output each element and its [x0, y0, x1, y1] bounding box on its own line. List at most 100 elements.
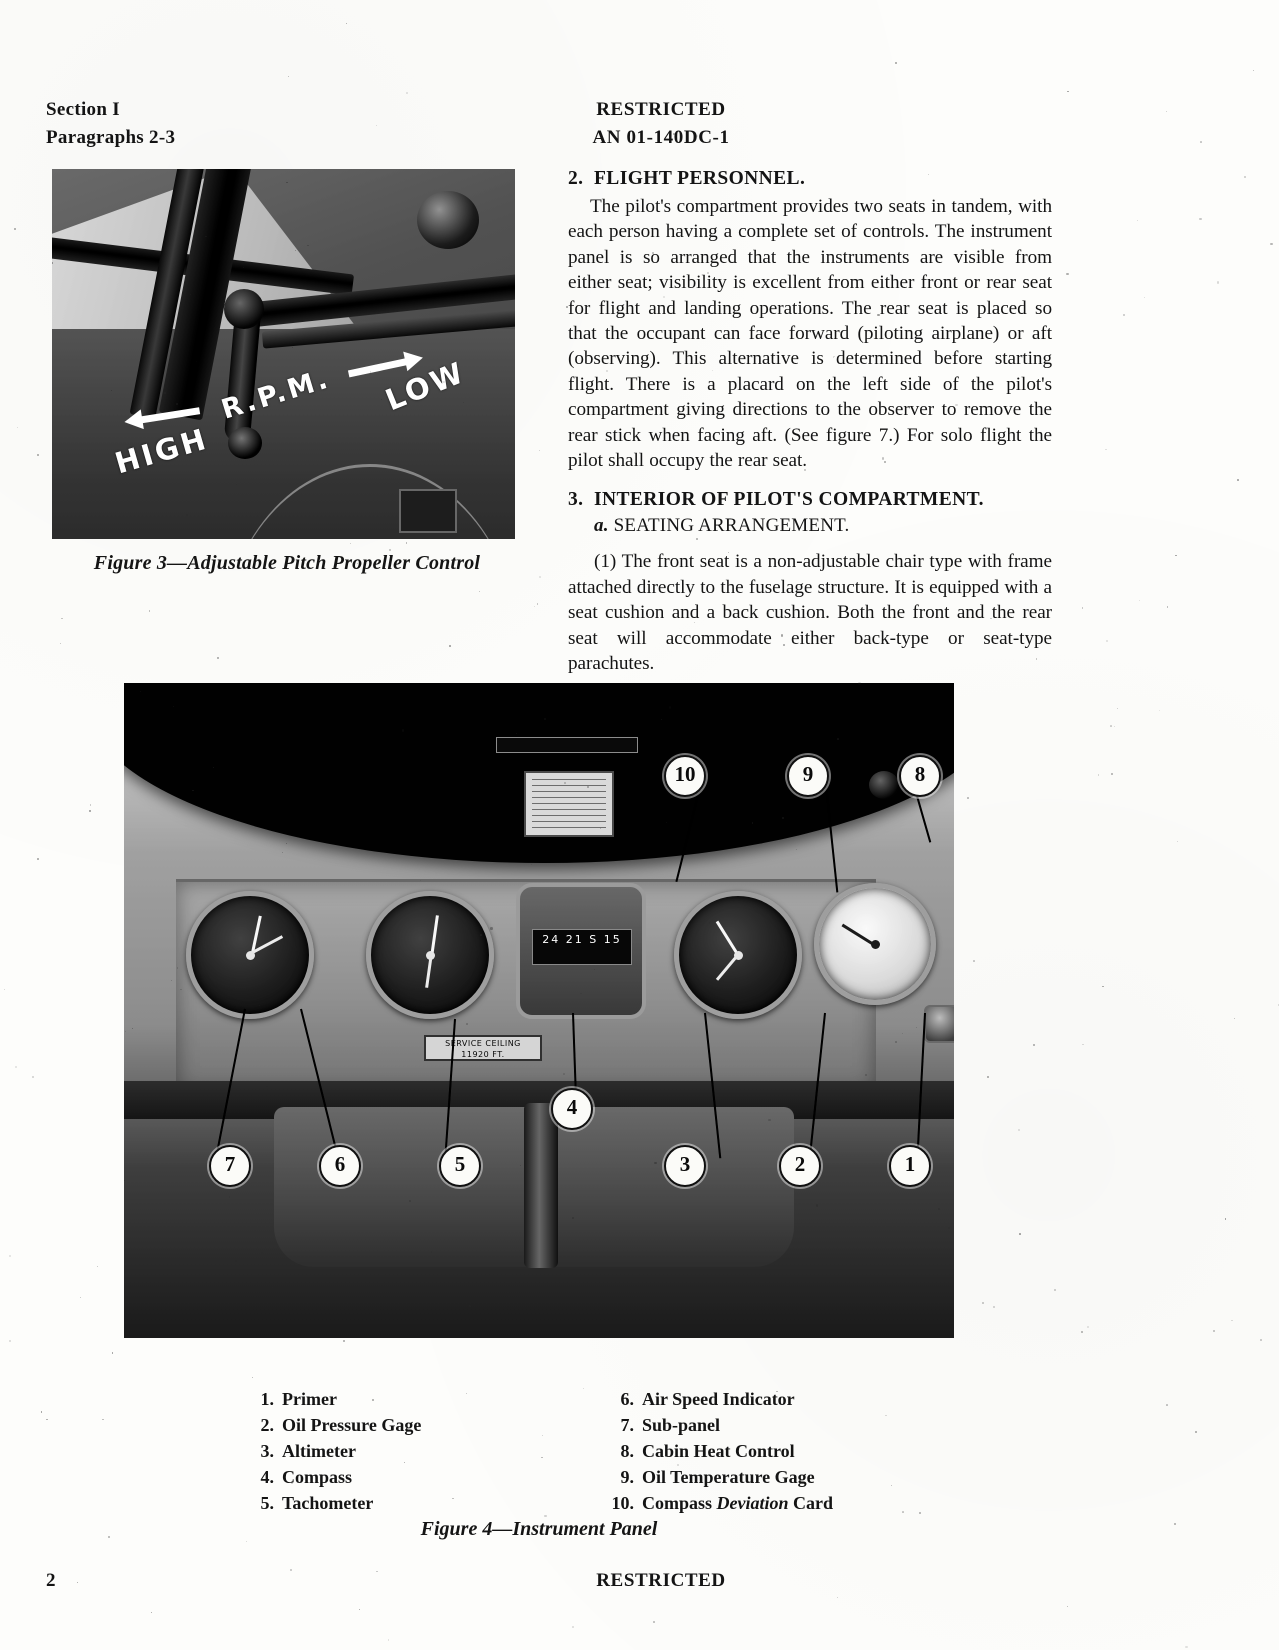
deviation-card-lines — [532, 779, 606, 829]
gauge-hub — [733, 950, 743, 960]
scan-speckle — [901, 1511, 904, 1514]
callout-1[interactable]: 1 — [889, 1145, 931, 1187]
scan-speckle — [1216, 281, 1220, 284]
scan-speckle — [9, 1254, 12, 1257]
callout-7[interactable]: 7 — [209, 1145, 251, 1187]
scan-speckle — [1234, 1017, 1236, 1019]
footer-classification: RESTRICTED — [596, 1570, 726, 1591]
scan-speckle — [1081, 607, 1084, 609]
scan-speckle — [1237, 479, 1239, 481]
figure-4-caption: Figure 4—Instrument Panel — [420, 1518, 658, 1540]
legend-item-7: 7.Sub-panel — [604, 1412, 833, 1438]
throttle-knob-ball — [417, 191, 479, 249]
scan-speckle — [89, 804, 92, 806]
subheading-seating-arrangement: a. SEATING ARRANGEMENT. — [594, 515, 1052, 537]
scan-speckle — [1032, 1043, 1035, 1046]
scan-speckle — [1253, 69, 1254, 71]
legend-label: Cabin Heat Control — [642, 1441, 795, 1461]
legend-label-emphasis: Deviation — [716, 1493, 789, 1513]
scan-speckle — [1212, 1329, 1216, 1332]
legend-label: Primer — [282, 1389, 337, 1409]
scan-speckle — [349, 542, 351, 544]
scan-speckle — [1224, 1218, 1227, 1220]
subheading-letter: a. — [594, 515, 609, 537]
scan-speckle — [1019, 1233, 1022, 1235]
heading-3-text: INTERIOR OF PILOT'S COMPARTMENT. — [594, 489, 984, 511]
scan-speckle — [80, 1297, 81, 1298]
legend-item-6: 6.Air Speed Indicator — [604, 1386, 833, 1412]
callout-5[interactable]: 5 — [439, 1145, 481, 1187]
scan-speckle — [1167, 606, 1169, 608]
scan-speckle — [478, 590, 480, 592]
scan-speckle — [987, 1075, 990, 1078]
scan-speckle — [287, 76, 289, 77]
scan-speckle — [1102, 985, 1105, 988]
heading-section-3: 3.INTERIOR OF PILOT'S COMPARTMENT. — [568, 489, 1052, 511]
scan-speckle — [1066, 273, 1069, 276]
legend-item-2: 2.Oil Pressure Gage — [244, 1412, 422, 1438]
scan-speckle — [1113, 726, 1115, 728]
callout-4[interactable]: 4 — [551, 1088, 593, 1130]
scan-speckle — [1097, 774, 1100, 776]
page-footer: 2 RESTRICTED — [46, 1570, 1233, 1600]
legend-label: Compass — [282, 1467, 353, 1487]
scan-speckle — [151, 1612, 152, 1613]
section-label: Section I — [46, 99, 120, 120]
control-stick — [524, 1103, 558, 1268]
scan-speckle — [1231, 1319, 1233, 1322]
scan-speckle — [973, 960, 976, 963]
scan-speckle — [31, 1075, 34, 1078]
heading-2-number: 2. — [568, 168, 584, 189]
scan-speckle — [102, 1418, 104, 1420]
legend-item-3: 3.Altimeter — [244, 1438, 421, 1464]
scan-speckle — [1110, 724, 1113, 727]
scan-speckle — [538, 449, 540, 452]
legend-item-1: 1. Primer — [244, 1386, 421, 1412]
callout-6[interactable]: 6 — [319, 1145, 361, 1187]
legend-number: 8. — [620, 1441, 635, 1461]
scan-speckle — [1199, 217, 1202, 221]
paragraphs-label: Paragraphs 2-3 — [46, 127, 176, 148]
cabin-heat-control-knob — [869, 771, 899, 799]
scan-speckle — [572, 1625, 575, 1628]
scan-speckle — [342, 1340, 345, 1343]
legend-item-4: 4. Compass — [244, 1464, 421, 1490]
callout-8[interactable]: 8 — [899, 755, 941, 797]
scan-speckle — [359, 1608, 361, 1610]
scan-speckle — [533, 605, 535, 607]
legend-number: 1. — [260, 1389, 275, 1409]
legend-number: 4. — [260, 1467, 275, 1487]
instrument-panel-photograph: 24 21 S 15 SERVICE CEILING 11920 FT. — [124, 683, 954, 1338]
scan-speckle — [1138, 600, 1140, 602]
scan-speckle — [1081, 1331, 1084, 1334]
manual-number: AN 01-140DC-1 — [592, 127, 730, 148]
heading-section-2: 2.FLIGHT PERSONNEL. — [568, 168, 1052, 190]
altimeter-gauge — [674, 891, 802, 1019]
callout-3[interactable]: 3 — [664, 1145, 706, 1187]
scan-speckle — [448, 645, 451, 648]
scan-speckle — [1166, 1404, 1168, 1406]
scan-speckle — [16, 426, 18, 428]
scan-speckle — [894, 61, 897, 65]
scan-speckle — [217, 657, 219, 659]
scan-speckle — [919, 1512, 922, 1515]
callout-10[interactable]: 10 — [664, 755, 706, 797]
scan-speckle — [405, 542, 408, 544]
legend-column-left: 1. Primer 2.Oil Pressure Gage 3.Altimeter… — [244, 1386, 422, 1516]
scan-speckle — [37, 858, 40, 860]
legend-number: 6. — [620, 1389, 635, 1409]
scan-speckle — [251, 1376, 254, 1379]
service-ceiling-line2: 11920 FT. — [461, 1050, 505, 1059]
scan-speckle — [1110, 773, 1113, 776]
scan-speckle — [1159, 709, 1161, 711]
legend-label: Tachometer — [282, 1493, 374, 1513]
callout-2[interactable]: 2 — [779, 1145, 821, 1187]
legend-label: Compass Deviation Card — [642, 1493, 833, 1513]
figure-3-photo: R.P.M. LOW HIGH — [52, 169, 515, 539]
scan-speckle — [1174, 1522, 1177, 1526]
scan-speckle — [1175, 554, 1177, 557]
callout-9[interactable]: 9 — [787, 755, 829, 797]
figure-4-legend: 1. Primer 2.Oil Pressure Gage 3.Altimeter… — [124, 1386, 954, 1513]
legend-number: 2. — [260, 1415, 275, 1435]
